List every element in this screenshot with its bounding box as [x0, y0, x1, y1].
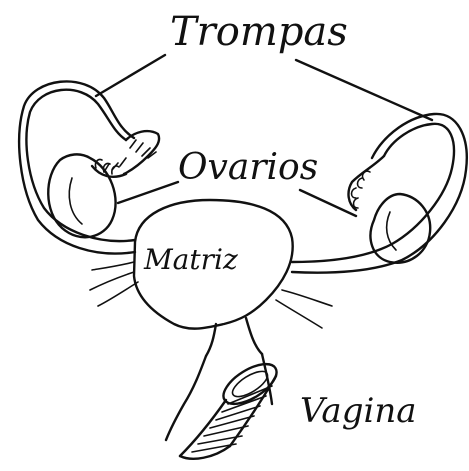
- trompas-leader-left: [96, 55, 165, 96]
- right-fimbriae: [349, 156, 384, 210]
- right-fallopian-tube: [292, 114, 467, 273]
- vagina-tube: [166, 354, 283, 459]
- label-vagina: Vagina: [300, 394, 417, 428]
- ovarios-leader-left: [118, 182, 178, 203]
- right-ovary: [371, 194, 431, 263]
- left-fallopian-tube: [19, 81, 135, 253]
- trompas-leader-right: [296, 60, 432, 120]
- label-matriz: Matriz: [144, 246, 238, 274]
- label-ovarios: Ovarios: [178, 150, 318, 186]
- left-fimbriae: [92, 131, 159, 177]
- label-trompas: Trompas: [170, 12, 348, 52]
- uterus: [90, 200, 332, 356]
- leader-lines: [96, 55, 432, 216]
- left-ovary: [48, 154, 115, 237]
